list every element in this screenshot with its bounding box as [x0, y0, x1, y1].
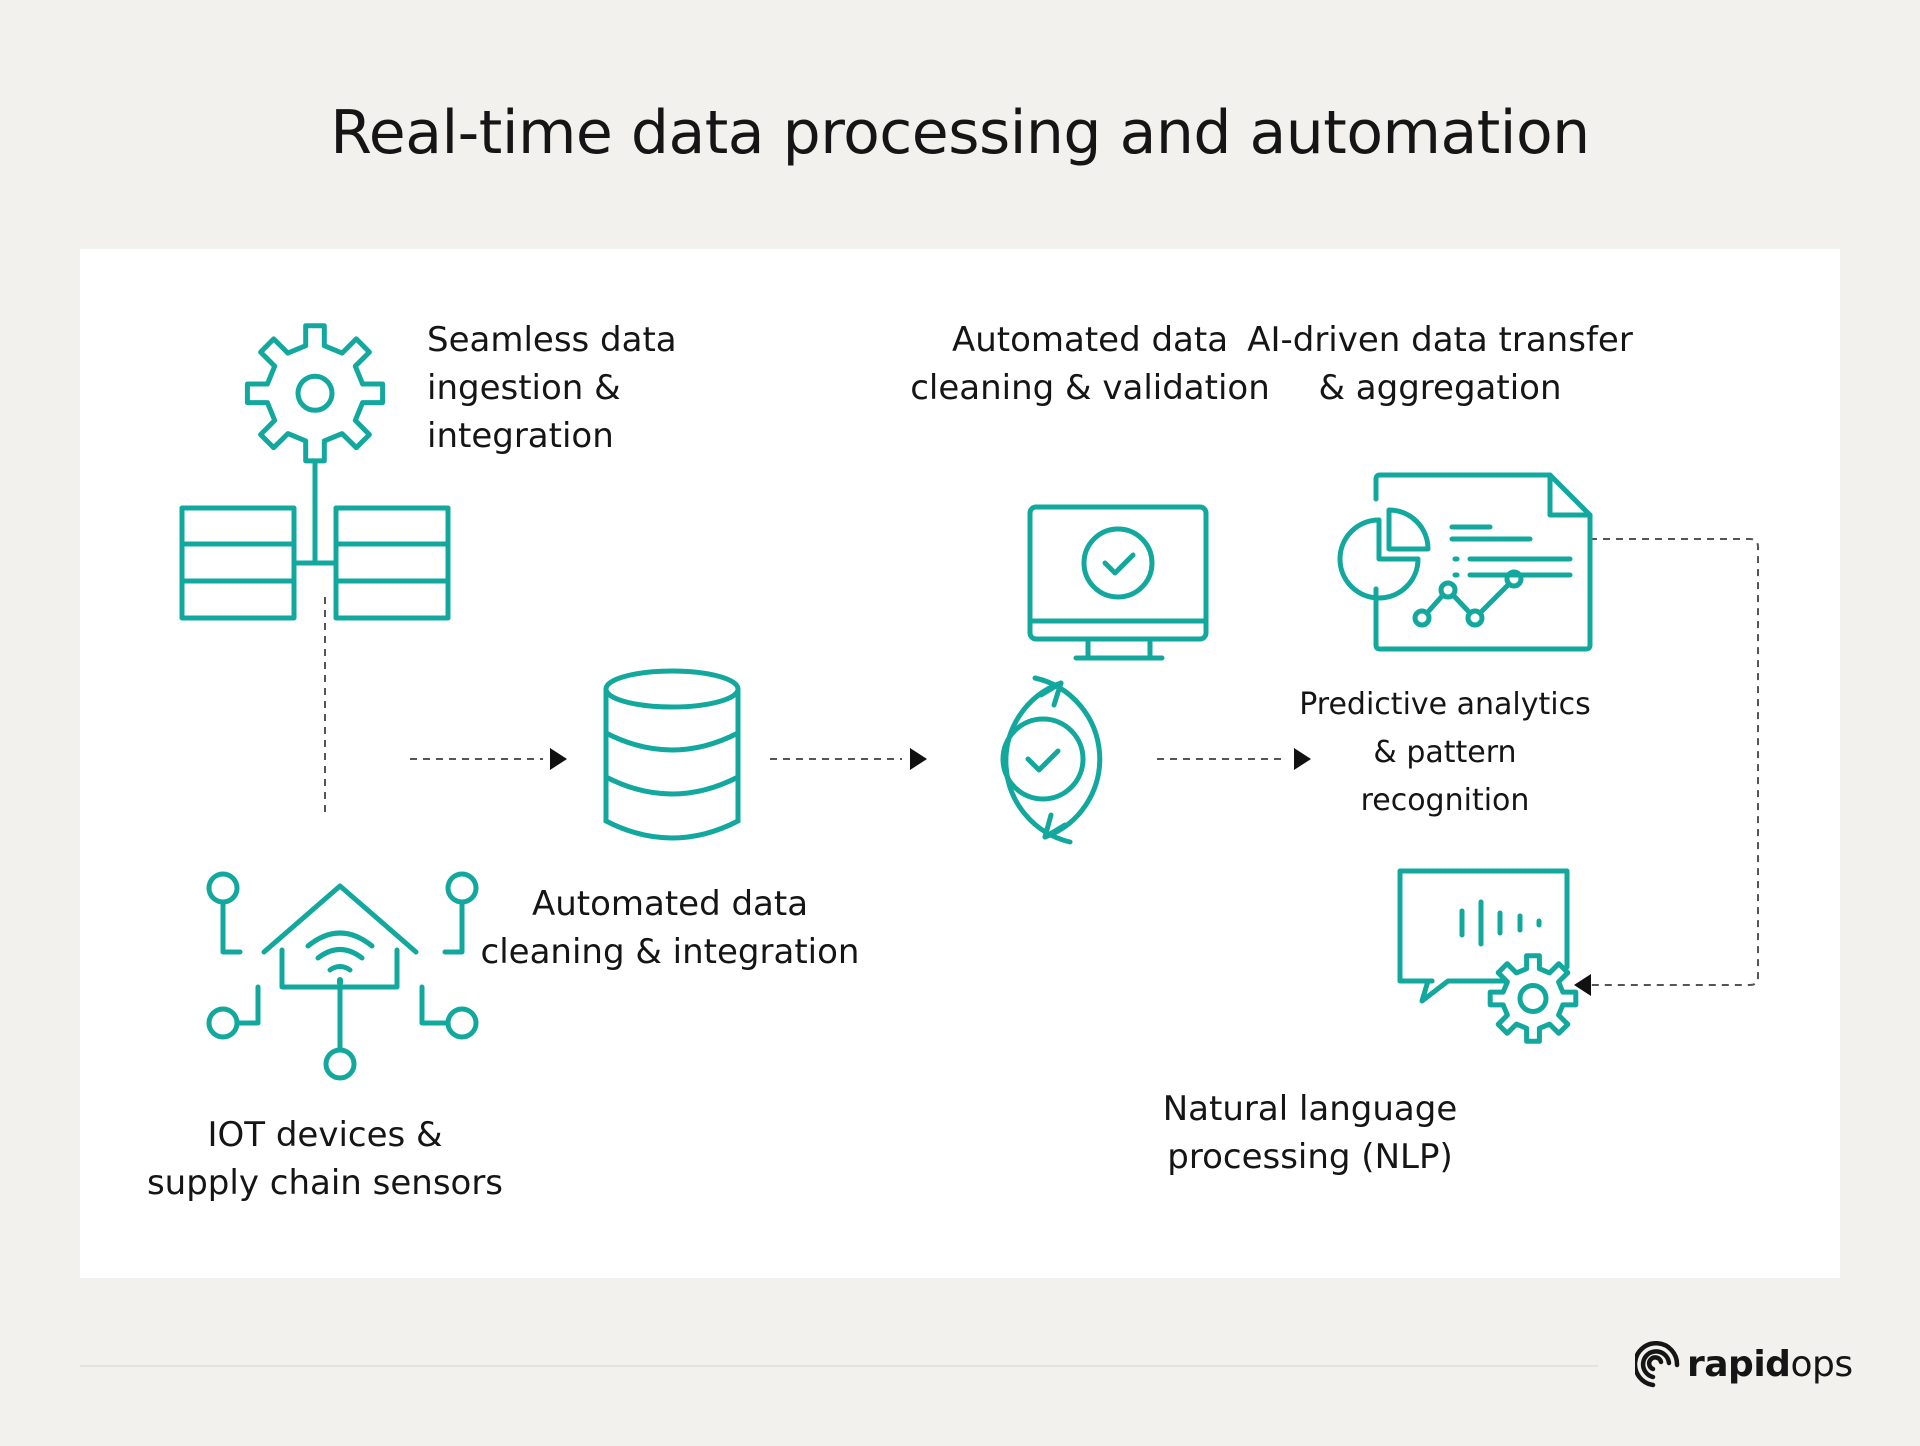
smart-home-network-icon	[206, 871, 479, 1081]
gear-with-databases-icon	[179, 323, 451, 621]
brand-name-bold: rapid	[1687, 1343, 1791, 1385]
label-cleaning-validation: Automated data cleaning & validation	[910, 320, 1270, 408]
report-document-icon	[1337, 472, 1593, 652]
label-nlp: Natural language processing (NLP)	[1162, 1089, 1458, 1177]
speech-gear-icon	[1397, 868, 1579, 1044]
page-title: Real-time data processing and automation	[330, 98, 1590, 168]
monitor-check-icon	[1027, 504, 1209, 661]
footer-divider	[80, 1365, 1598, 1367]
arrowhead-to-sync	[910, 748, 927, 770]
arrowhead-to-predictive	[1294, 748, 1311, 770]
label-predictive: Predictive analytics & pattern recogniti…	[1299, 687, 1591, 818]
brand-name-light: ops	[1790, 1343, 1853, 1385]
arrowhead-to-database	[550, 748, 567, 770]
rapidops-logo-icon	[1635, 1340, 1680, 1388]
diagram-panel: Seamless data ingestion & integration	[80, 249, 1840, 1278]
connector-report-to-nlp	[1590, 538, 1759, 986]
flow-connectors	[324, 538, 1759, 996]
sync-check-icon	[1000, 675, 1103, 845]
brand-name: rapidops	[1687, 1344, 1853, 1385]
label-iot: IOT devices & supply chain sensors	[146, 1115, 504, 1203]
label-ai-transfer: AI-driven data transfer & aggregation	[1247, 320, 1633, 408]
arrowhead-to-nlp	[1574, 974, 1591, 996]
label-ingestion: Seamless data ingestion & integration	[427, 320, 677, 456]
brand-logo[interactable]: rapidops	[1635, 1336, 1853, 1392]
database-stack-icon	[603, 668, 741, 841]
label-cleaning-integration: Automated data cleaning & integration	[480, 884, 860, 972]
